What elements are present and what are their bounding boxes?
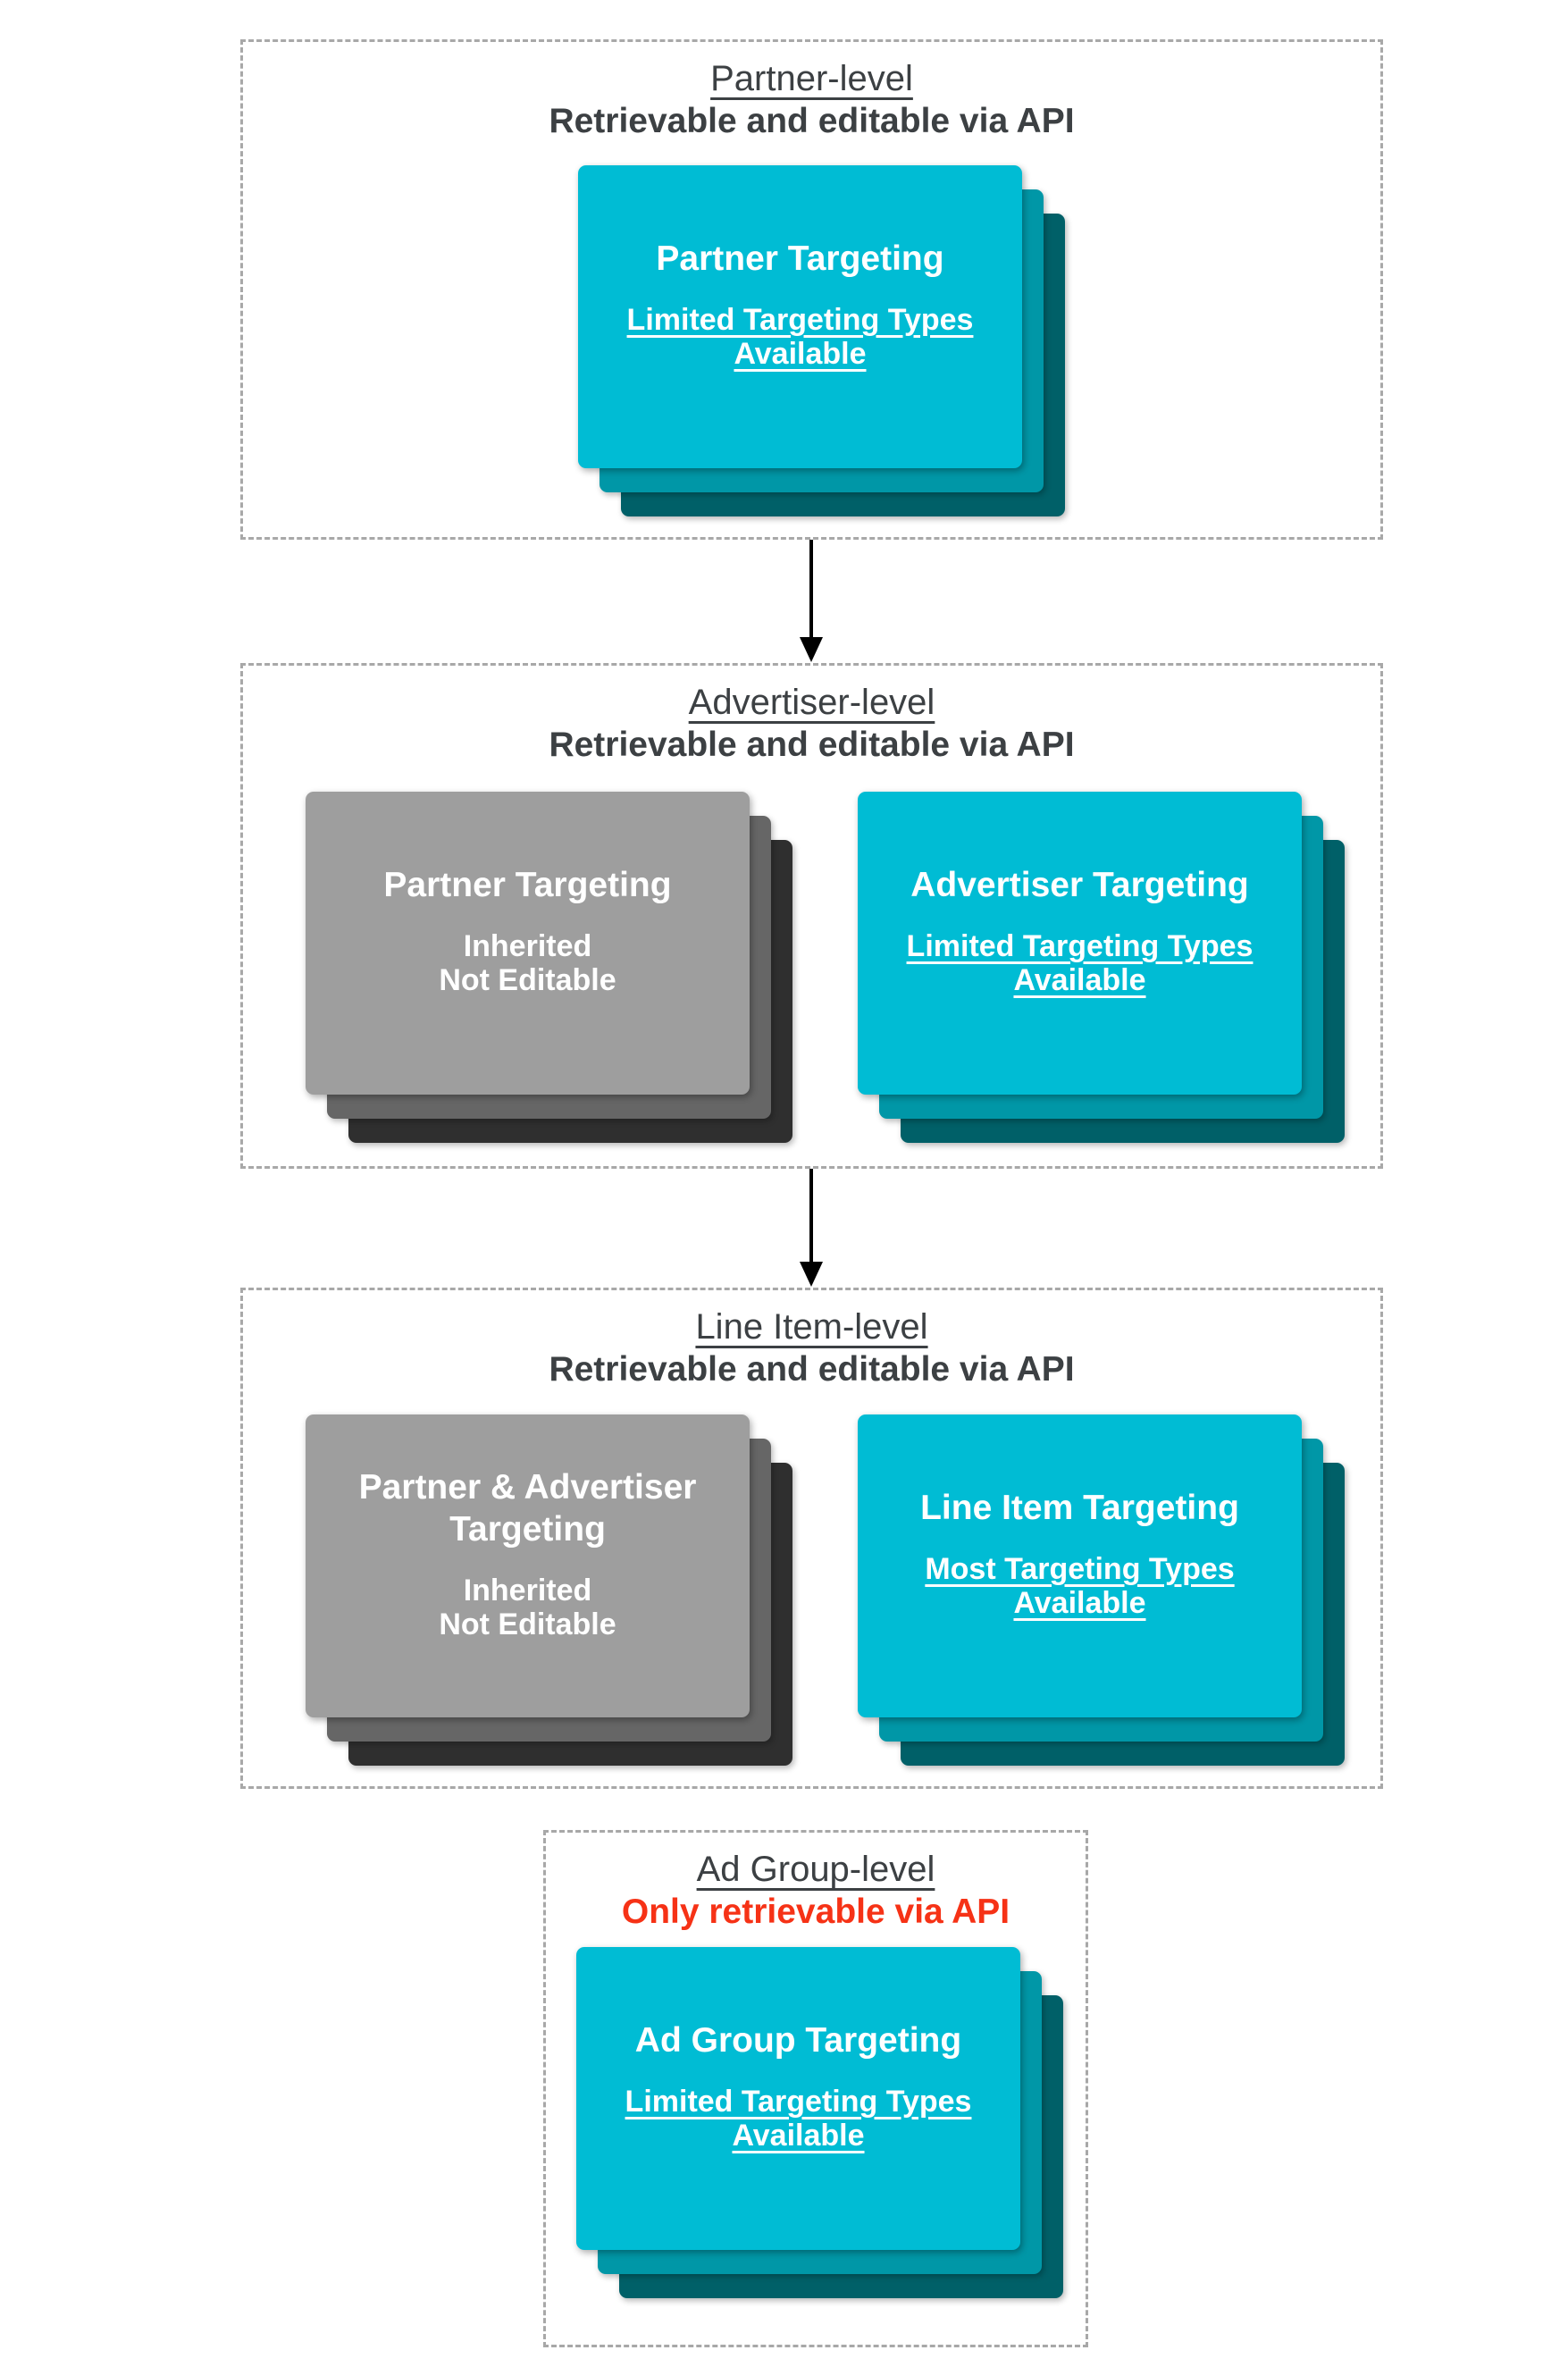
section-ad-group-level: Ad Group-level Only retrievable via API …	[543, 1830, 1088, 2347]
section-header: Ad Group-level Only retrievable via API	[546, 1849, 1086, 1933]
section-advertiser-level: Advertiser-level Retrievable and editabl…	[240, 663, 1383, 1169]
section-title: Advertiser-level	[688, 683, 935, 722]
section-title: Partner-level	[710, 59, 913, 98]
card-title: Line Item Targeting	[920, 1489, 1239, 1527]
section-subtitle: Retrievable and editable via API	[549, 726, 1075, 764]
card-line-item-targeting: Line Item Targeting Most Targeting Types…	[858, 1414, 1302, 1717]
card-partner-targeting: Partner Targeting Limited Targeting Type…	[578, 165, 1022, 468]
section-title: Line Item-level	[695, 1307, 928, 1347]
section-header: Line Item-level Retrievable and editable…	[243, 1306, 1380, 1390]
card-title: Partner Targeting	[383, 866, 672, 904]
card-stack-line-item-targeting: Line Item Targeting Most Targeting Types…	[858, 1414, 1345, 1766]
card-stack-advertiser-targeting: Advertiser Targeting Limited Targeting T…	[858, 792, 1345, 1143]
card-title: Partner Targeting	[656, 239, 944, 278]
card-title: Advertiser Targeting	[910, 866, 1249, 904]
card-stack-partner-targeting: Partner Targeting Limited Targeting Type…	[578, 165, 1065, 516]
flow-arrow-down-1	[809, 540, 813, 638]
section-header: Advertiser-level Retrievable and editabl…	[243, 682, 1380, 766]
flow-arrow-down-2	[809, 1169, 813, 1263]
section-title: Ad Group-level	[696, 1850, 935, 1889]
section-subtitle: Retrievable and editable via API	[549, 1350, 1075, 1389]
section-line-item-level: Line Item-level Retrievable and editable…	[240, 1288, 1383, 1789]
section-subtitle-only-retrievable: Only retrievable via API	[621, 1893, 1010, 1931]
card-advertiser-targeting: Advertiser Targeting Limited Targeting T…	[858, 792, 1302, 1095]
card-title: Ad Group Targeting	[634, 2021, 962, 2060]
card-ad-group-targeting: Ad Group Targeting Limited Targeting Typ…	[576, 1947, 1020, 2250]
section-partner-level: Partner-level Retrievable and editable v…	[240, 39, 1383, 540]
section-subtitle: Retrievable and editable via API	[549, 102, 1075, 140]
card-stack-ad-group-targeting: Ad Group Targeting Limited Targeting Typ…	[576, 1947, 1063, 2298]
section-header: Partner-level Retrievable and editable v…	[243, 58, 1380, 142]
